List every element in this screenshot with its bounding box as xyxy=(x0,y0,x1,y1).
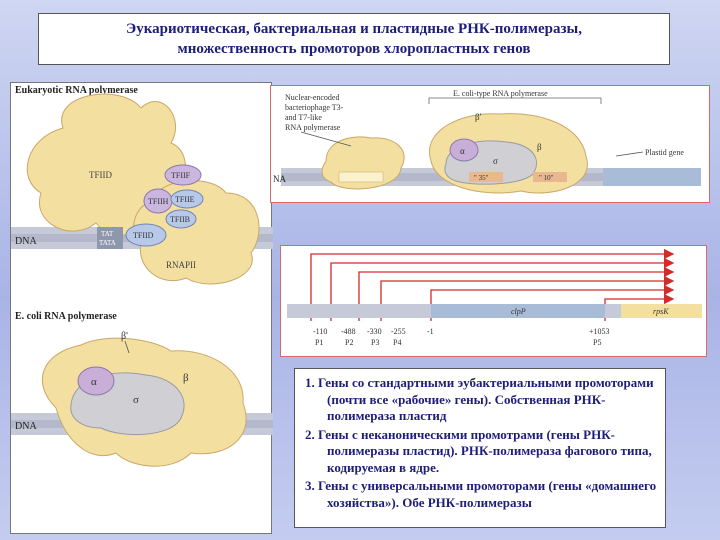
tfiif-shape xyxy=(164,164,202,186)
alpha-subunit xyxy=(77,366,115,396)
ecoli-heading: E. coli RNA polymerase xyxy=(15,311,117,322)
promoter-map-panel: clpP rpsK -110 -488 -330 -255 -1 +1053 P… xyxy=(280,245,707,357)
left-diagram: Eukaryotic RNA polymerase DNA TFIID RNAP… xyxy=(11,85,273,467)
pos-5: -1 xyxy=(427,327,434,336)
alpha-label: α xyxy=(91,376,97,388)
promoter-p4: P4 xyxy=(393,338,401,347)
pos-1: -110 xyxy=(313,327,327,336)
promoter-p2: P2 xyxy=(345,338,353,347)
tata-box xyxy=(97,227,123,249)
tfiif-label: TFIIF xyxy=(171,171,191,180)
plastid-alpha xyxy=(449,138,479,162)
plastid-pol-panel: Nuclear-encoded bacteriophage T3- and T7… xyxy=(270,85,710,203)
promoter-class-3: 3. Гены с универсальными промоторами (ге… xyxy=(305,478,657,510)
euk-heading: Eukaryotic RNA polymerase xyxy=(15,85,138,96)
dna-label-2: DNA xyxy=(15,421,37,432)
tfiie-label: TFIIE xyxy=(175,195,195,204)
pos-2: -488 xyxy=(341,327,356,336)
ecoli-type-bracket xyxy=(428,97,602,104)
plastid-gene-pointer xyxy=(615,151,644,157)
nuclear-label-1: Nuclear-encoded xyxy=(285,93,339,102)
promoter-p1: P1 xyxy=(315,338,323,347)
promoter-class-1: 1. Гены со стандартными эубактериальными… xyxy=(305,375,654,423)
rpsk-gene xyxy=(621,304,702,318)
title-line-1: Эукариотическая, бактериальная и пластид… xyxy=(126,21,582,37)
rnapii-label: RNAPII xyxy=(166,260,196,270)
rpsk-label: rpsK xyxy=(653,307,669,316)
tata-label-1: TAT xyxy=(101,230,114,238)
pos-4: -255 xyxy=(391,327,406,336)
pos-3: -330 xyxy=(367,327,382,336)
phage-promoter-box xyxy=(338,171,384,183)
plastid-beta-prime-label: β' xyxy=(475,112,482,122)
pos-6: +1053 xyxy=(589,327,610,336)
promoter-class-2: 2. Гены с неканоническими промотрами (ге… xyxy=(305,426,652,475)
nuclear-label-4: RNA polymerase xyxy=(285,123,341,132)
nuclear-label-3: and T7-like xyxy=(285,113,322,122)
promoter-p3: P3 xyxy=(371,338,379,347)
tfiie-shape xyxy=(170,189,204,209)
tfiid-small-label: TFIID xyxy=(133,231,154,240)
transcript-p2 xyxy=(330,257,675,321)
box-10 xyxy=(533,172,567,182)
nuclear-label-2: bacteriophage T3- xyxy=(285,103,344,112)
clpp-gene xyxy=(431,304,605,318)
left-diagram-panel: Eukaryotic RNA polymerase DNA TFIID RNAP… xyxy=(10,82,273,534)
promoter-p5: P5 xyxy=(593,338,601,347)
plastid-pol-diagram: Nuclear-encoded bacteriophage T3- and T7… xyxy=(273,89,701,194)
title-line-2: множественность промоторов хлоропластных… xyxy=(177,41,531,57)
ecoli-type-label: E. coli-type RNA polymerase xyxy=(453,89,548,98)
tfiib-shape xyxy=(165,209,197,229)
tfiid-label: TFIID xyxy=(89,170,112,180)
dna-label-1: DNA xyxy=(15,236,37,247)
beta-prime-label: β' xyxy=(121,331,128,342)
sigma-label: σ xyxy=(133,394,139,406)
clpp-label: clpP xyxy=(511,307,526,316)
tfiid-small-shape xyxy=(125,223,167,247)
transcript-p1 xyxy=(310,248,675,321)
plastid-gene-bar xyxy=(603,168,701,186)
box-10-label: " 10" xyxy=(539,174,554,182)
plastid-gene-label: Plastid gene xyxy=(645,148,684,157)
title-box: Эукариотическая, бактериальная и пластид… xyxy=(38,13,670,65)
beta-label: β xyxy=(183,372,189,384)
tfiih-label: TFIIH xyxy=(148,197,169,206)
promoter-map: clpP rpsK -110 -488 -330 -255 -1 +1053 P… xyxy=(287,248,702,347)
plastid-dna-label: NA xyxy=(273,174,286,184)
beta-prime-pointer xyxy=(124,340,130,354)
plastid-beta-label: β xyxy=(537,142,542,152)
box-35-label: " 35" xyxy=(474,174,489,182)
plastid-sigma-label: σ xyxy=(493,156,498,166)
promoter-classes-text: 1. Гены со стандартными эубактериальными… xyxy=(294,368,666,528)
nuclear-pointer xyxy=(300,131,352,147)
tfiib-label: TFIIB xyxy=(170,215,190,224)
box-35 xyxy=(469,172,503,182)
tata-label-2: TATA xyxy=(99,239,116,247)
plastid-alpha-label: α xyxy=(460,146,465,156)
